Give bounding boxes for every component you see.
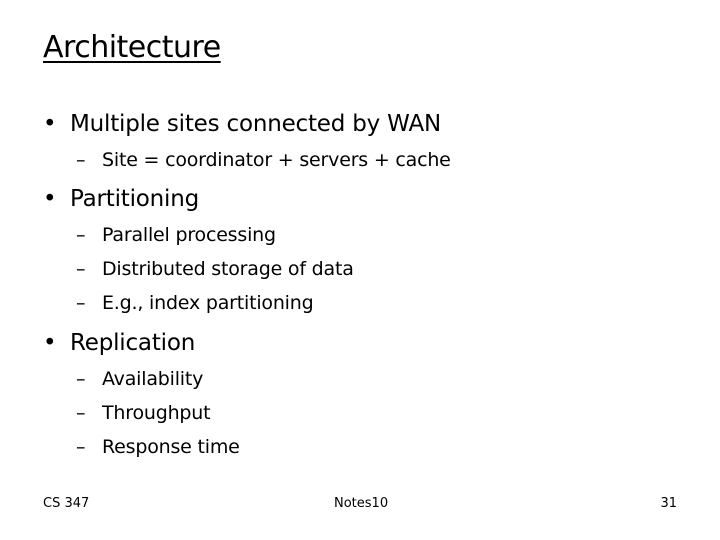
sub-bullet-marker: – bbox=[76, 224, 86, 246]
footer-page-number: 31 bbox=[660, 496, 677, 511]
sub-bullet-marker: – bbox=[76, 292, 86, 314]
sub-bullet-marker: – bbox=[76, 368, 86, 390]
sub-bullet-marker: – bbox=[76, 436, 86, 458]
bullet-label: Partitioning bbox=[70, 186, 200, 212]
sub-bullet-label: Site = coordinator + servers + cache bbox=[102, 149, 451, 171]
sub-bullet-marker: – bbox=[76, 402, 86, 424]
sub-bullet-item: –Response time bbox=[76, 434, 240, 460]
footer-course: CS 347 bbox=[43, 496, 90, 511]
sub-bullet-item: –Parallel processing bbox=[76, 222, 276, 248]
slide-title: Architecture bbox=[43, 30, 221, 65]
bullet-marker: • bbox=[43, 111, 57, 137]
sub-bullet-marker: – bbox=[76, 149, 86, 171]
bullet-marker: • bbox=[43, 330, 57, 356]
sub-bullet-marker: – bbox=[76, 258, 86, 280]
bullet-item: • Replication bbox=[43, 328, 195, 358]
sub-bullet-label: Parallel processing bbox=[102, 224, 276, 246]
bullet-label: Multiple sites connected by WAN bbox=[70, 111, 441, 137]
sub-bullet-label: Throughput bbox=[102, 402, 211, 424]
bullet-item: • Multiple sites connected by WAN bbox=[43, 109, 441, 139]
sub-bullet-label: E.g., index partitioning bbox=[102, 292, 314, 314]
sub-bullet-label: Availability bbox=[102, 368, 204, 390]
sub-bullet-label: Response time bbox=[102, 436, 240, 458]
sub-bullet-item: –Availability bbox=[76, 366, 203, 392]
bullet-marker: • bbox=[43, 186, 57, 212]
sub-bullet-item: –Distributed storage of data bbox=[76, 256, 354, 282]
sub-bullet-item: –E.g., index partitioning bbox=[76, 290, 314, 316]
bullet-label: Replication bbox=[70, 330, 196, 356]
footer-notes: Notes10 bbox=[334, 496, 389, 511]
sub-bullet-item: –Site = coordinator + servers + cache bbox=[76, 147, 451, 173]
sub-bullet-label: Distributed storage of data bbox=[102, 258, 354, 280]
bullet-item: • Partitioning bbox=[43, 184, 199, 214]
sub-bullet-item: –Throughput bbox=[76, 400, 211, 426]
